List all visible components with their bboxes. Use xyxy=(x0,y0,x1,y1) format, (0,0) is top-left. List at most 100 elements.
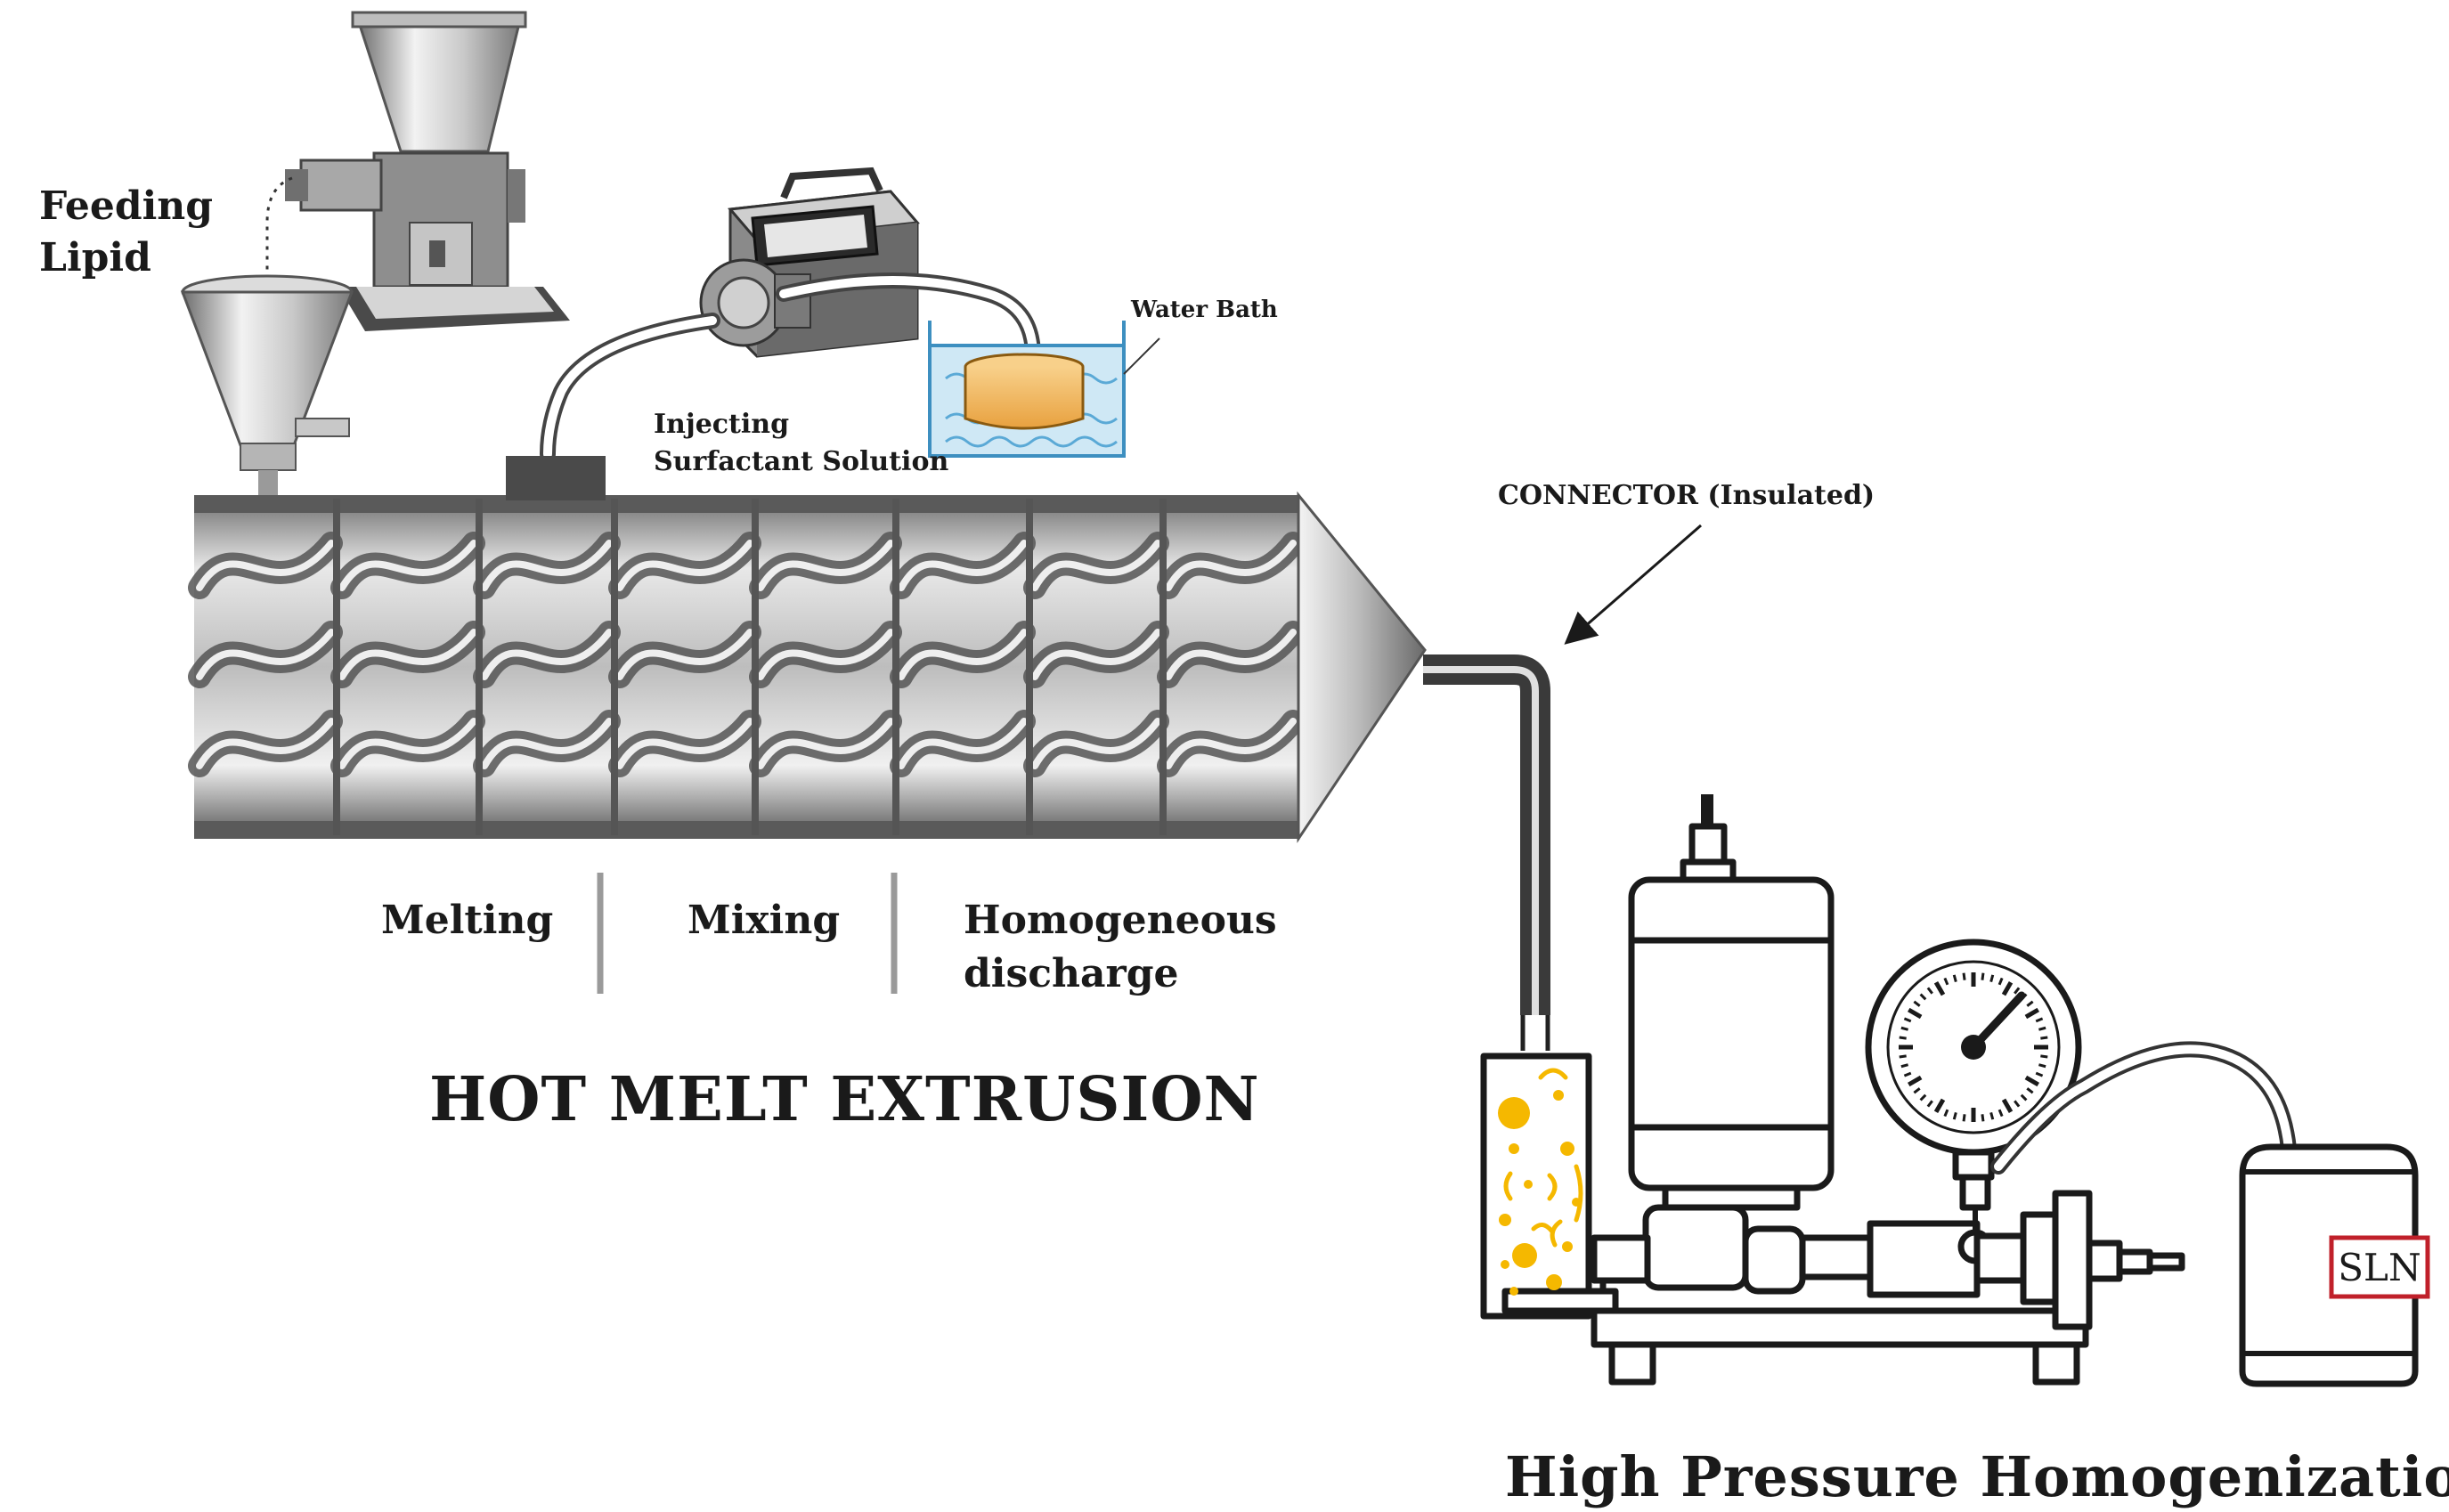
gauge-tick xyxy=(2020,1093,2028,1101)
emulsion-beaker xyxy=(1480,1053,1619,1320)
gauge-tick xyxy=(2035,1071,2044,1077)
gauge-tick xyxy=(1919,1093,1927,1101)
gauge-tick xyxy=(1952,974,1957,982)
peristaltic-pump xyxy=(699,167,920,358)
connector-arrow xyxy=(1564,524,1702,645)
gauge-tick xyxy=(1913,1000,1921,1007)
connector-label: CONNECTOR (Insulated) xyxy=(1498,480,1875,511)
gauge-tick xyxy=(2024,1007,2039,1020)
screw-flight-highlight xyxy=(481,718,613,769)
screw-flight-highlight xyxy=(1165,540,1297,591)
screw-flight-highlight xyxy=(1031,718,1161,769)
gauge-tick xyxy=(1943,1109,1949,1118)
lipid-droplet xyxy=(1546,1274,1562,1290)
gauge-tick xyxy=(1989,1112,1995,1120)
screw-flight-highlight xyxy=(338,540,477,591)
lipid-droplet xyxy=(1499,1214,1511,1226)
screw-flight-highlight xyxy=(1165,629,1297,680)
lipid-droplet xyxy=(1512,1243,1537,1268)
lipid-droplet xyxy=(1547,1173,1558,1201)
gauge-tick xyxy=(2026,1087,2034,1094)
screw-flight-highlight xyxy=(757,718,894,769)
screw-flight-highlight xyxy=(196,629,335,680)
gauge-tick xyxy=(2040,1036,2048,1040)
screw-flight-highlight xyxy=(1031,540,1161,591)
feeding-lipid-label: Feeding Lipid xyxy=(39,183,226,280)
lipid-droplet xyxy=(1509,1143,1519,1154)
high-pressure-homogenizer xyxy=(1591,794,2185,1386)
sln-jar: SLN xyxy=(2239,1143,2430,1387)
gauge-tick xyxy=(1981,972,1985,980)
screw-flight-highlight xyxy=(757,540,894,591)
screw-flight-highlight xyxy=(196,718,335,769)
screw-flight-highlight xyxy=(481,629,613,680)
gauge-tick xyxy=(1899,1036,1907,1040)
screw-flight-highlight xyxy=(616,718,753,769)
screw-flight-highlight xyxy=(616,540,753,591)
gauge-tick xyxy=(1943,977,1949,986)
gauge-tick xyxy=(1900,1026,1908,1031)
extruder-barrel xyxy=(188,456,1427,843)
lipid-droplet xyxy=(1498,1097,1530,1129)
gauge-tick xyxy=(1981,1114,1985,1122)
screw-flight-highlight xyxy=(338,718,477,769)
lipid-droplet xyxy=(1531,1223,1554,1233)
sln-label: SLN xyxy=(2338,1246,2421,1289)
water-bath xyxy=(928,321,1126,458)
gauge-tick xyxy=(1903,1017,1912,1023)
screw-flight-highlight xyxy=(1031,629,1161,680)
screw-flight-highlight xyxy=(898,540,1028,591)
gauge-tick xyxy=(1903,1071,1912,1077)
screw-flight-highlight xyxy=(196,540,335,591)
gauge-tick xyxy=(1952,1112,1957,1120)
gauge-tick xyxy=(1962,1114,1966,1122)
screw-flight-highlight xyxy=(616,629,753,680)
injecting-label: Injecting Surfactant Solution xyxy=(654,409,948,477)
lipid-feeder xyxy=(180,11,570,495)
gauge-tick xyxy=(1926,987,1933,995)
sln-label-box xyxy=(2329,1235,2430,1299)
gauge-tick xyxy=(1900,1063,1908,1069)
gauge-tick xyxy=(2026,1000,2034,1007)
gauge-tick xyxy=(1919,993,1927,1001)
gauge-tick xyxy=(1989,974,1995,982)
lipid-droplet xyxy=(1574,1164,1583,1223)
screw-flight-highlight xyxy=(338,629,477,680)
lipid-droplet xyxy=(1509,1287,1518,1296)
gauge-tick xyxy=(1908,1075,1923,1087)
gauge-tick xyxy=(2035,1017,2044,1023)
screw-flight-highlight xyxy=(1165,718,1297,769)
gauge-tick xyxy=(2001,981,2014,996)
water-bath-label: Water Bath xyxy=(1130,297,1278,323)
homogeneous-discharge-label: Homogeneous discharge xyxy=(964,898,1290,996)
screw-flight-highlight xyxy=(481,540,613,591)
gauge-tick xyxy=(2038,1063,2046,1069)
screw-flight-highlight xyxy=(898,629,1028,680)
gauge-tick xyxy=(2038,1026,2046,1031)
lipid-droplet xyxy=(1501,1260,1509,1269)
hot-melt-extrusion-title: HOT MELT EXTRUSION xyxy=(429,1064,1260,1135)
gauge-tick xyxy=(2040,1054,2048,1059)
lipid-droplet xyxy=(1562,1241,1573,1252)
screw-flight-highlight xyxy=(898,718,1028,769)
gauge-tick xyxy=(2001,1098,2014,1113)
high-pressure-homogenization-title: High Pressure Homogenization xyxy=(1505,1444,2449,1509)
gauge-tick xyxy=(1997,1109,2004,1118)
lipid-droplet xyxy=(1524,1180,1533,1189)
insulated-connector xyxy=(1423,654,1550,1051)
gauge-tick xyxy=(1997,977,2004,986)
gauge-tick xyxy=(1913,1087,1921,1094)
gauge-tick xyxy=(1933,1098,1946,1113)
gauge-tick xyxy=(1962,972,1966,980)
gauge-tick xyxy=(2014,987,2021,995)
lipid-droplet xyxy=(1560,1142,1574,1156)
gauge-tick xyxy=(2024,1075,2039,1087)
gauge-tick xyxy=(1908,1007,1923,1020)
melting-label: Melting xyxy=(381,898,553,943)
lipid-droplet xyxy=(1503,1171,1513,1201)
mixing-label: Mixing xyxy=(688,898,840,943)
lipid-droplet xyxy=(1553,1090,1564,1101)
screw-flight-highlight xyxy=(757,629,894,680)
gauge-tick xyxy=(2014,1100,2021,1108)
